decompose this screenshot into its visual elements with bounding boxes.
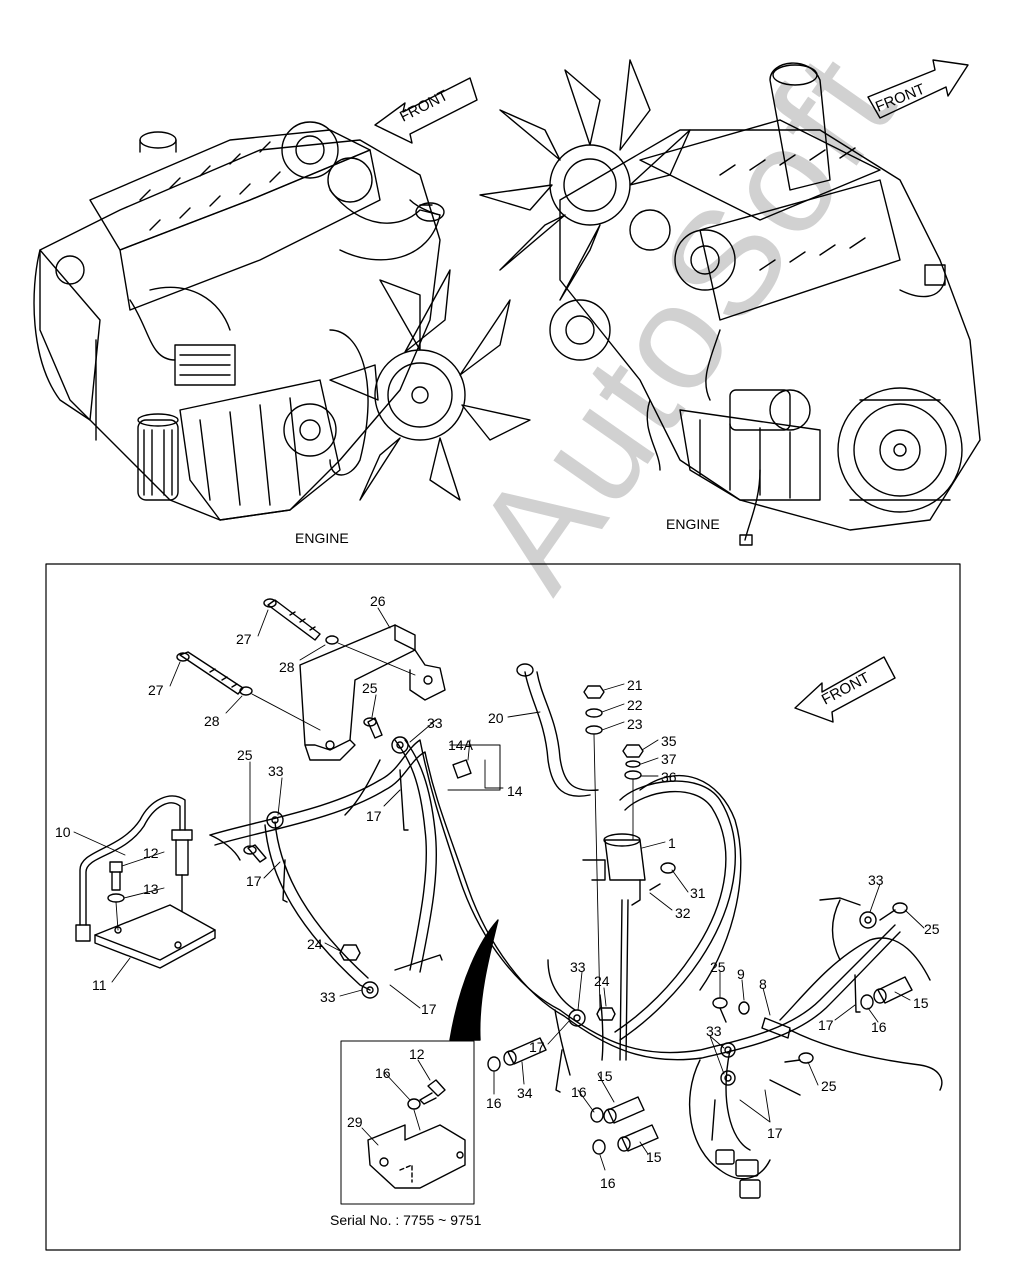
callout-10: 10 xyxy=(55,824,71,840)
callout-33: 33 xyxy=(427,715,443,731)
grommet-8-9 xyxy=(738,1001,791,1039)
wire-harness xyxy=(209,663,943,1180)
callout-16: 16 xyxy=(871,1019,887,1035)
washer-28-lower xyxy=(239,686,253,696)
callout-37: 37 xyxy=(661,751,677,767)
bracket-29 xyxy=(367,1079,466,1189)
callout-15: 15 xyxy=(597,1068,613,1084)
callout-22: 22 xyxy=(627,697,643,713)
callout-16: 16 xyxy=(600,1175,616,1191)
caption-engine-left: ENGINE xyxy=(295,530,349,546)
callout-16: 16 xyxy=(375,1065,391,1081)
callout-24: 24 xyxy=(594,973,610,989)
callout-26: 26 xyxy=(370,593,386,609)
callout-17: 17 xyxy=(421,1001,437,1017)
callout-17: 17 xyxy=(529,1039,545,1055)
spacers-15 xyxy=(603,976,913,1152)
front-arrow-detail xyxy=(794,656,896,723)
callout-24: 24 xyxy=(307,936,323,952)
bolts-25 xyxy=(243,717,908,1064)
callout-27: 27 xyxy=(236,631,252,647)
callout-33: 33 xyxy=(268,763,284,779)
callout-25: 25 xyxy=(237,747,253,763)
callout-25: 25 xyxy=(821,1078,837,1094)
inset-pointer xyxy=(449,919,499,1041)
callout-15: 15 xyxy=(646,1149,662,1165)
callout-13: 13 xyxy=(143,881,159,897)
callout-12: 12 xyxy=(409,1046,425,1062)
callout-33: 33 xyxy=(706,1023,722,1039)
callout-32: 32 xyxy=(675,905,691,921)
harness-connectors xyxy=(715,1149,761,1199)
callout-34: 34 xyxy=(517,1085,533,1101)
inset-frame xyxy=(340,1040,475,1205)
callout-33: 33 xyxy=(868,872,884,888)
clamps-33 xyxy=(266,736,877,1086)
bolt-27-lower xyxy=(176,651,244,695)
callout-12: 12 xyxy=(143,845,159,861)
bolt-27-upper xyxy=(263,598,321,641)
cable-ties-17 xyxy=(282,769,861,1141)
caption-engine-right: ENGINE xyxy=(666,516,720,532)
callout-25: 25 xyxy=(710,959,726,975)
front-arrow-left xyxy=(374,77,478,144)
callout-25: 25 xyxy=(362,680,378,696)
callout-1: 1 xyxy=(668,835,676,851)
bracket-26 xyxy=(299,624,446,761)
callout-25: 25 xyxy=(924,921,940,937)
front-arrow-right xyxy=(867,59,969,119)
callout-11: 11 xyxy=(92,977,107,993)
callout-31: 31 xyxy=(690,885,706,901)
callout-17: 17 xyxy=(246,873,262,889)
callout-17: 17 xyxy=(818,1017,834,1033)
engine-right-illustration xyxy=(479,59,981,546)
callout-28: 28 xyxy=(204,713,220,729)
engine-left-illustration xyxy=(33,121,531,521)
spacer-34 xyxy=(503,1037,547,1066)
serial-number-note: Serial No. : 7755 ~ 9751 xyxy=(330,1212,482,1228)
callout-8: 8 xyxy=(759,976,767,992)
callout-21: 21 xyxy=(627,677,643,693)
leader-lines xyxy=(73,607,925,1171)
washer-28-upper xyxy=(325,635,339,645)
callout-15: 15 xyxy=(913,995,929,1011)
callout-14a: 14A xyxy=(448,737,473,753)
relay-14a xyxy=(447,744,501,791)
callout-17: 17 xyxy=(366,808,382,824)
callout-16: 16 xyxy=(571,1084,587,1100)
callout-35: 35 xyxy=(661,733,677,749)
nuts-24 xyxy=(339,944,616,1021)
plate-11 xyxy=(94,861,216,969)
callout-28: 28 xyxy=(279,659,295,675)
callout-17: 17 xyxy=(767,1125,783,1141)
washers-16 xyxy=(487,994,874,1155)
detail-frame xyxy=(45,563,961,1251)
callout-33: 33 xyxy=(570,959,586,975)
callout-14: 14 xyxy=(507,783,523,799)
callout-16: 16 xyxy=(486,1095,502,1111)
callout-20: 20 xyxy=(488,710,504,726)
callout-27: 27 xyxy=(148,682,164,698)
callout-9: 9 xyxy=(737,966,745,982)
callout-23: 23 xyxy=(627,716,643,732)
callout-33: 33 xyxy=(320,989,336,1005)
ignition-coil-1 xyxy=(582,833,676,1061)
callout-36: 36 xyxy=(661,769,677,785)
callout-29: 29 xyxy=(347,1114,363,1130)
